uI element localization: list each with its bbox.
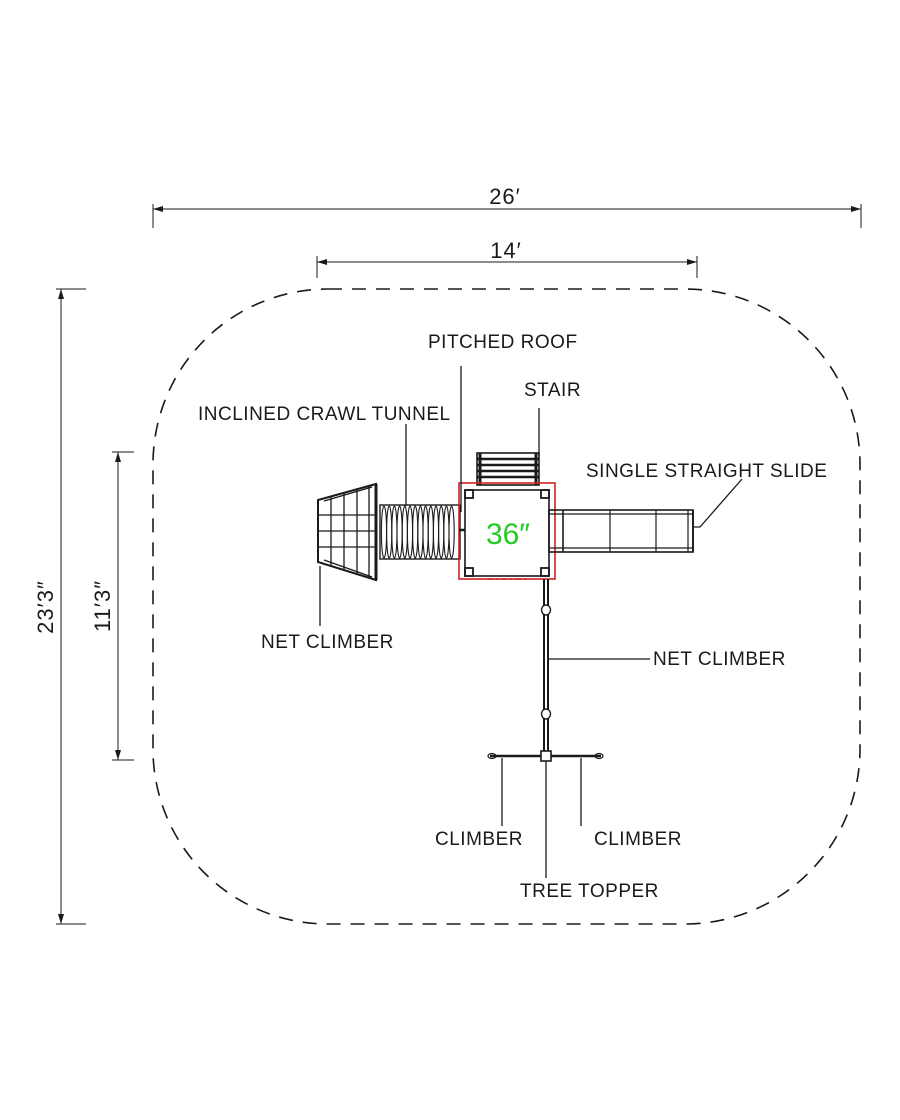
deck-height-label: 36″	[486, 518, 530, 551]
net-climber-right-label: NET CLIMBER	[653, 649, 786, 670]
tunnel-ring	[432, 505, 440, 559]
net-climber-right-component	[540, 579, 552, 752]
dimension-structure-depth: 11′3″	[90, 451, 134, 761]
single-straight-slide-label: SINGLE STRAIGHT SLIDE	[586, 461, 827, 482]
tunnel-ring	[406, 505, 414, 559]
climber-left-label: CLIMBER	[435, 829, 523, 850]
crawl-tunnel-component	[379, 504, 461, 560]
structure-depth-label: 11′3″	[90, 580, 115, 632]
leader-lines	[319, 366, 743, 878]
stair-component	[476, 452, 540, 486]
inclined-crawl-tunnel-label: INCLINED CRAWL TUNNEL	[198, 404, 451, 425]
tunnel-ring	[412, 505, 419, 559]
tree-topper-label: TREE TOPPER	[520, 881, 659, 902]
net-climber-left-label: NET CLIMBER	[261, 632, 394, 653]
pitched-roof-label: PITCHED ROOF	[428, 332, 578, 353]
overall-width-label: 26′	[489, 184, 521, 209]
stair-label: STAIR	[524, 380, 581, 401]
tunnel-ring	[438, 505, 445, 559]
deck-component: 36″	[458, 482, 556, 580]
use-zone-outline	[152, 288, 861, 925]
slide-component	[548, 509, 694, 553]
overall-depth-label: 23′3″	[33, 580, 58, 634]
tunnel-ring	[386, 505, 393, 559]
tunnel-ring	[427, 505, 434, 559]
tunnel-ring	[448, 505, 455, 559]
tunnel-ring	[396, 505, 403, 559]
tunnel-ring	[417, 505, 424, 559]
dimension-overall-width: 26′	[152, 184, 862, 228]
tunnel-ring	[443, 505, 450, 559]
tree-topper-component	[487, 750, 604, 762]
net-climber-left-component	[317, 482, 378, 582]
climber-right-label: CLIMBER	[594, 829, 682, 850]
tunnel-ring	[380, 505, 388, 559]
tunnel-ring	[401, 505, 408, 559]
tunnel-ring	[391, 505, 398, 559]
dimension-overall-depth: 23′3″	[33, 288, 86, 925]
dimension-structure-width: 14′	[316, 238, 698, 278]
structure-width-label: 14′	[490, 238, 522, 263]
tunnel-ring	[422, 505, 429, 559]
